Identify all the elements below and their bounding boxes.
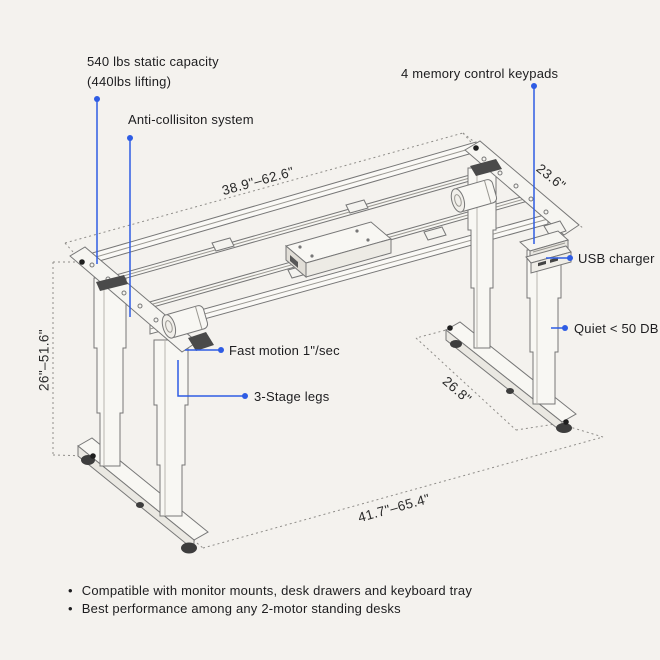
label-static-capacity-line1: 540 lbs static capacity <box>87 54 219 69</box>
dimension-height-range: 26"–51.6" <box>36 329 52 391</box>
back-rail <box>81 141 477 267</box>
bullet-icon: • <box>68 601 73 616</box>
right-leg <box>445 140 580 434</box>
upper-cross-rail <box>115 166 499 282</box>
label-quiet: Quiet < 50 DB <box>574 321 659 336</box>
footnote-compatibility: • Compatible with monitor mounts, desk d… <box>68 583 472 599</box>
right-mount-plate <box>464 140 580 236</box>
left-leg <box>69 246 214 554</box>
label-three-stage-legs: 3-Stage legs <box>254 389 330 404</box>
label-static-capacity: 540 lbs static capacity (440lbs lifting) <box>87 52 219 92</box>
construction-dots <box>79 145 569 459</box>
footnotes-list: • Compatible with monitor mounts, desk d… <box>68 583 472 617</box>
footnote-performance-text: Best performance among any 2-motor stand… <box>81 601 401 616</box>
bullet-icon: • <box>68 583 73 598</box>
left-mount-plate <box>69 246 214 353</box>
right-motor <box>450 179 498 213</box>
height-dimension-lines <box>52 261 92 457</box>
label-anti-collision: Anti-collisiton system <box>128 112 254 127</box>
label-usb-charger: USB charger <box>578 251 655 266</box>
foot-dimension-lines <box>415 328 563 431</box>
left-motor <box>161 305 209 339</box>
control-box <box>284 221 393 279</box>
left-foot <box>77 437 209 554</box>
label-memory-keypads: 4 memory control keypads <box>401 66 559 81</box>
left-leg-columns <box>93 277 189 517</box>
label-fast-motion: Fast motion 1"/sec <box>229 343 340 358</box>
annotation-leaders <box>94 83 573 399</box>
right-leg-columns <box>467 167 562 405</box>
footnote-compatibility-text: Compatible with monitor mounts, desk dra… <box>81 583 473 598</box>
label-static-capacity-line2: (440lbs lifting) <box>87 74 172 89</box>
footnote-performance: • Best performance among any 2-motor sta… <box>68 601 472 617</box>
